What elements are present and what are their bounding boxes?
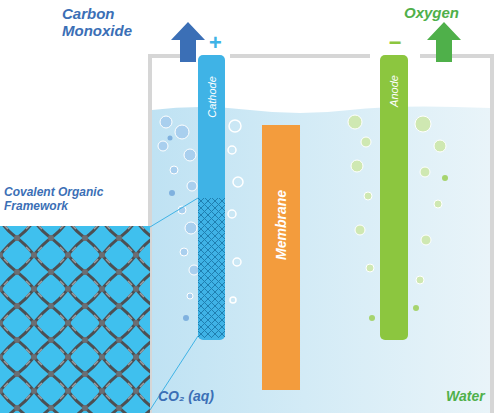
solution-label: CO₂ (aq) [158, 388, 238, 404]
polarity-sign: − [385, 30, 405, 55]
cathode-electrode: Cathode [198, 55, 225, 340]
electrode-label: Membrane [273, 190, 289, 260]
membrane-panel: Membrane [262, 125, 300, 390]
electrode-mesh [198, 198, 225, 338]
anode-electrode: Anode [380, 55, 408, 340]
mesh-lines [198, 198, 225, 338]
solution-label: Water [446, 388, 498, 404]
electrode-label: Anode [388, 75, 400, 107]
product-label: Carbon Monoxide [62, 5, 157, 40]
framework-inset: Covalent Organic Framework [0, 226, 150, 413]
inset-heading: Covalent Organic Framework [4, 186, 124, 214]
polarity-sign: + [205, 30, 225, 55]
electrode-label: Cathode [206, 76, 218, 118]
product-label: Oxygen [404, 4, 499, 21]
leader-line [150, 198, 198, 227]
